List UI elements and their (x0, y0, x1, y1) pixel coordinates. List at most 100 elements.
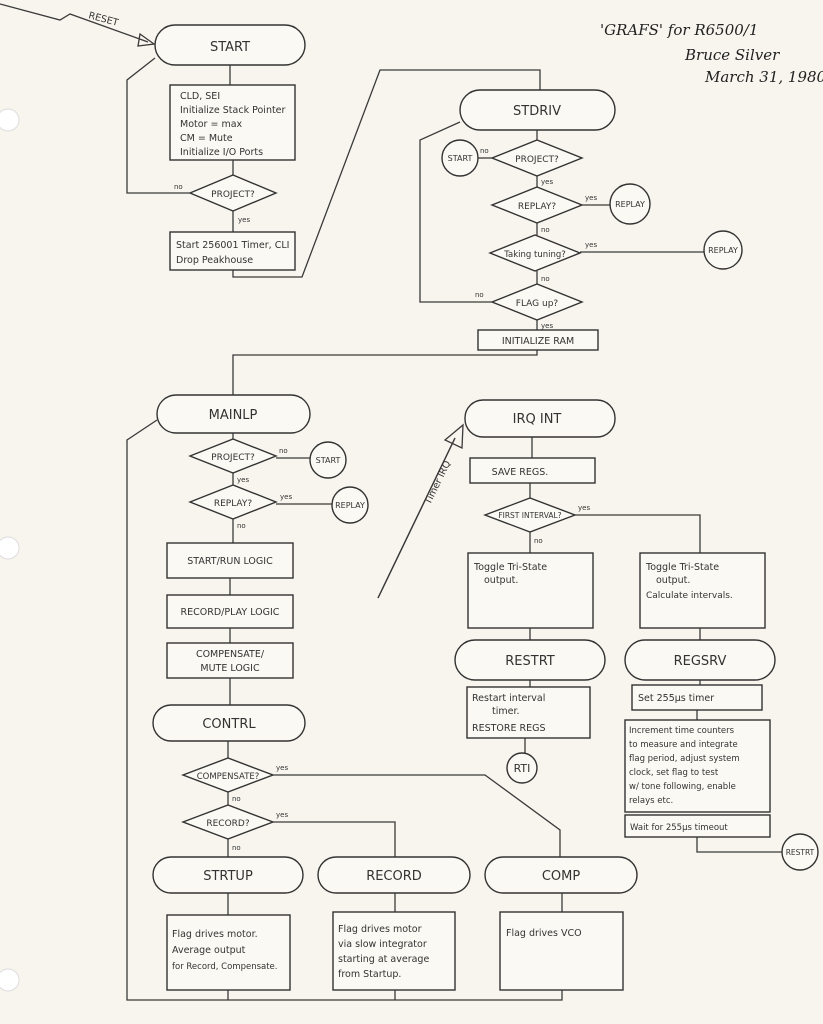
diagram-label: RESTORE REGS (472, 723, 546, 734)
diagram-label: REPLAY (335, 501, 365, 510)
diagram-label: no (475, 291, 484, 299)
diagram-label: COMPENSATE/ (196, 649, 265, 660)
punch-hole (0, 968, 20, 992)
irq-section: IRQ INT SAVE REGS. FIRST INTERVAL? yes n… (454, 399, 819, 871)
diagram-label: CM = Mute (180, 133, 233, 144)
diagram-label: Toggle Tri-State (473, 562, 547, 573)
diagram-label: START/RUN LOGIC (187, 556, 273, 567)
document-title: 'GRAFS' for R6500/1 (600, 21, 758, 39)
diagram-label: RECORD (366, 869, 422, 884)
diagram-label: yes (541, 178, 553, 186)
diagram-label: no (541, 226, 550, 234)
diagram-label: Restart interval (472, 693, 545, 704)
diagram-label: REPLAY (708, 246, 738, 255)
document-date: March 31, 1980 (704, 68, 823, 86)
diagram-label: starting at average (338, 954, 429, 965)
diagram-label: no (174, 183, 183, 191)
diagram-label: PROJECT? (211, 453, 255, 463)
diagram-label: yes (276, 811, 288, 819)
diagram-label: REGSRV (674, 654, 727, 669)
diagram-label: yes (541, 322, 553, 330)
diagram-label: REPLAY? (214, 499, 253, 509)
diagram-label: flag period, adjust system (629, 754, 740, 764)
diagram-label: yes (238, 216, 250, 224)
branch-record: RECORD Flag drives motor via slow integr… (317, 856, 471, 991)
record-play-logic-box (166, 594, 294, 629)
diagram-label: IRQ INT (513, 412, 562, 427)
diagram-label: MUTE LOGIC (200, 663, 260, 674)
diagram-label: Initialize Stack Pointer (180, 105, 286, 116)
diagram-label: START (316, 456, 341, 465)
initialize-ram-box (477, 329, 599, 351)
start-run-logic-box (166, 542, 294, 579)
diagram-label: Set 255µs timer (638, 693, 714, 704)
return-to-mainlp-line (126, 419, 563, 1001)
diagram-label: yes (585, 194, 597, 202)
diagram-label: COMPENSATE? (197, 772, 260, 782)
diagram-label: clock, set flag to test (629, 768, 719, 778)
diagram-label: no (541, 275, 550, 283)
compensate-mute-logic-box (166, 642, 294, 679)
diagram-label: Taking tuning? (503, 250, 566, 260)
replay-connector-2 (703, 230, 743, 270)
diagram-label: Increment time counters (629, 726, 735, 736)
taking-tuning-decision (488, 234, 582, 272)
diagram-label: REPLAY (615, 200, 645, 209)
diagram-label: Wait for 255µs timeout (630, 823, 728, 833)
project-decision (188, 174, 278, 212)
diagram-label: RECORD? (206, 819, 249, 829)
increment-counters-box (624, 719, 771, 813)
toggle-left-box (467, 552, 594, 629)
diagram-label: from Startup. (338, 969, 401, 980)
mainlp-project-decision (188, 438, 278, 474)
diagram-label: Flag drives motor. (172, 929, 258, 940)
diagram-label: STRTUP (203, 869, 253, 884)
diagram-label: Toggle Tri-State (645, 562, 719, 573)
diagram-label: RECORD/PLAY LOGIC (181, 607, 280, 618)
diagram-label: for Record, Compensate. (172, 962, 278, 972)
rti-connector (506, 752, 538, 784)
diagram-label: timer. (492, 706, 520, 717)
init-box (169, 84, 296, 161)
diagram-label: output. (484, 575, 518, 586)
save-regs-box (469, 457, 596, 484)
diagram-label: Motor = max (180, 119, 243, 130)
diagram-label: PROJECT? (515, 155, 559, 165)
diagram-label: RESTRT (786, 848, 815, 857)
diagram-label: no (534, 537, 543, 545)
diagram-label: yes (237, 476, 249, 484)
start-timer-box (169, 231, 296, 271)
diagram-label: Calculate intervals. (646, 591, 733, 601)
diagram-label: via slow integrator (338, 939, 427, 950)
mainlp-section: MAINLP PROJECT? no START yes REPLAY? yes… (152, 394, 561, 857)
diagram-label: CLD, SEI (180, 91, 220, 102)
replay-connector (609, 183, 651, 225)
diagram-label: COMP (542, 869, 581, 884)
start-connector-2 (309, 441, 347, 479)
diagram-label: RTI (514, 762, 531, 775)
restart-interval-box (466, 686, 591, 739)
timer-irq-arrow: Timer IRQ (377, 423, 464, 599)
timer-irq-label: Timer IRQ (422, 459, 453, 507)
diagram-label: yes (280, 493, 292, 501)
reset-arrow: RESET (0, 3, 156, 47)
diagram-label: no (232, 795, 241, 803)
diagram-label: Initialize I/O Ports (180, 147, 263, 158)
diagram-label: Average output (172, 945, 246, 956)
branch-comp: COMP Flag drives VCO (484, 856, 638, 991)
diagram-label: REPLAY? (518, 202, 557, 212)
contrl-terminal (152, 704, 306, 742)
flag-up-decision (490, 283, 584, 321)
author-signature: Bruce Silver (684, 46, 780, 64)
stdriv-section: STDRIV PROJECT? no START yes REPLAY? yes… (232, 89, 743, 395)
diagram-label: STDRIV (513, 104, 561, 119)
diagram-label: output. (656, 575, 690, 586)
irq-int-terminal (464, 399, 616, 438)
diagram-label: Flag drives VCO (506, 928, 582, 939)
punch-hole (0, 536, 20, 560)
diagram-label: yes (578, 504, 590, 512)
diagram-label: FIRST INTERVAL? (498, 511, 561, 520)
restrt-connector (781, 833, 819, 871)
